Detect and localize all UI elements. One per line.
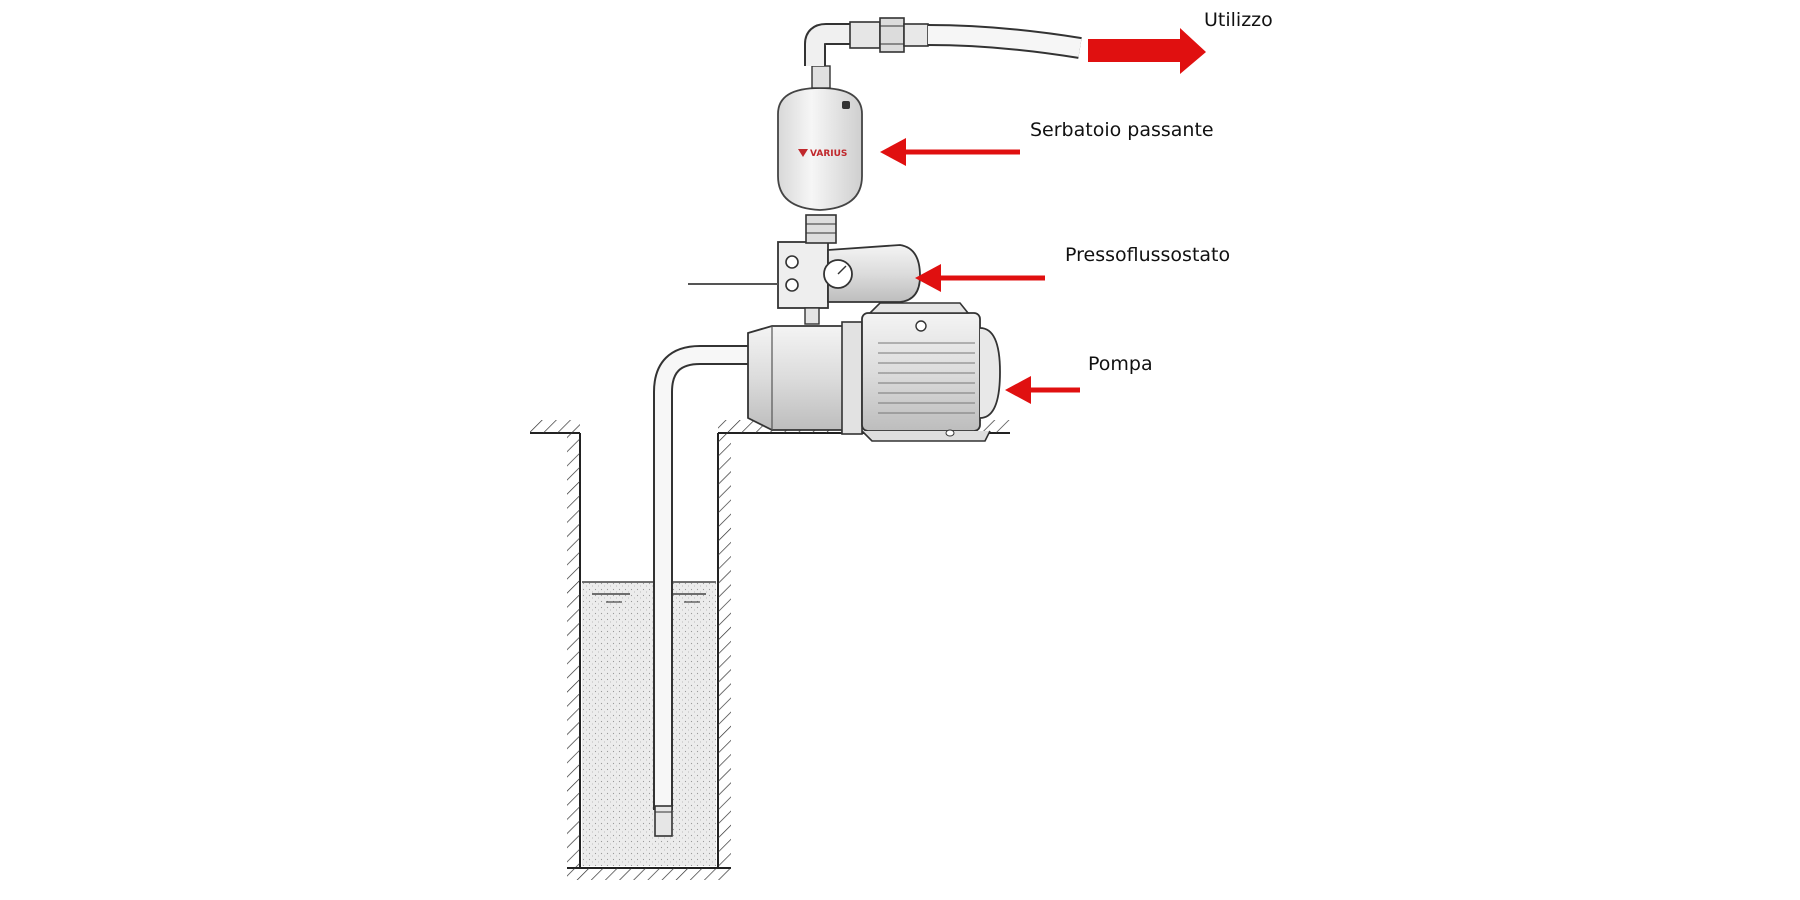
svg-text:VARIUS: VARIUS [810, 149, 847, 159]
tank-brand-logo: VARIUS [798, 149, 847, 159]
suction-pipe [653, 345, 780, 837]
pump [747, 302, 1001, 442]
label-pompa: Pompa [1088, 353, 1153, 375]
switch-arrow-head [915, 264, 941, 292]
label-utilizzo: Utilizzo [1204, 9, 1273, 31]
outlet-arrow [1088, 28, 1206, 74]
pressure-switch [688, 241, 921, 325]
pump-arrow-head [1005, 376, 1031, 404]
outlet-pipe [804, 17, 1082, 89]
tank-connector [805, 214, 837, 244]
pass-through-tank: VARIUS [777, 87, 863, 211]
well-water [582, 581, 716, 866]
label-serbatoio-passante: Serbatoio passante [1030, 119, 1214, 141]
tank-arrow-head [880, 138, 906, 166]
label-pressoflussostato: Pressoflussostato [1065, 244, 1231, 266]
red-arrows [880, 28, 1206, 404]
foot-valve [654, 805, 673, 837]
